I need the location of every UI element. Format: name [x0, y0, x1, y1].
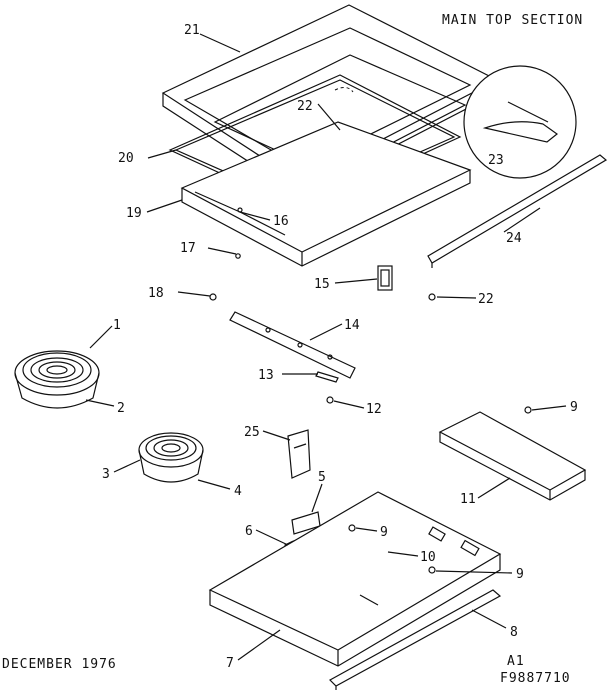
callout-22: 22	[297, 99, 313, 114]
footer-code-a1: A1	[507, 654, 525, 669]
part-24-rail	[427, 154, 608, 268]
callout-8: 8	[510, 625, 518, 640]
leader-lines	[85, 33, 567, 661]
callout-13: 13	[258, 368, 274, 383]
section-title: MAIN TOP SECTION	[442, 13, 583, 28]
callout-19: 19	[126, 206, 142, 221]
footer-code-number: F9887710	[500, 671, 571, 686]
callout-2: 2	[117, 401, 125, 416]
callout-16: 16	[273, 214, 289, 229]
callout-5: 5	[318, 470, 326, 485]
callout-1: 1	[113, 318, 121, 333]
part-23-clip-detail	[463, 65, 577, 179]
callout-6: 6	[245, 524, 253, 539]
footer-date: DECEMBER 1976	[2, 657, 117, 672]
callout-labels: 21 22 20 23 19 16 17 24 15 22 18 14 13 1…	[102, 23, 578, 671]
part-7-chassis	[208, 491, 502, 667]
part-1-large-burner	[14, 350, 100, 409]
callout-4: 4	[234, 484, 242, 499]
callout-11: 11	[460, 492, 476, 507]
callout-23: 23	[488, 153, 504, 168]
callout-21: 21	[184, 23, 200, 38]
part-15-bracket	[377, 265, 393, 291]
callout-22b: 22	[478, 292, 494, 307]
callout-17: 17	[180, 241, 196, 256]
callout-24: 24	[506, 231, 522, 246]
callout-18: 18	[148, 286, 164, 301]
callout-14: 14	[344, 318, 360, 333]
callout-15: 15	[314, 277, 330, 292]
callout-9c: 9	[516, 567, 524, 582]
callout-25: 25	[244, 425, 260, 440]
callout-20: 20	[118, 151, 134, 166]
part-22-screw	[428, 293, 436, 301]
callout-7: 7	[226, 656, 234, 671]
part-19-base-tray	[180, 121, 472, 267]
callout-12: 12	[366, 402, 382, 417]
part-14-harness	[209, 293, 356, 404]
callout-10: 10	[420, 550, 436, 565]
callout-3: 3	[102, 467, 110, 482]
part-8-front-rail	[329, 589, 502, 690]
callout-9b: 9	[380, 525, 388, 540]
part-11-cover-plate	[438, 406, 587, 501]
part-25-switch	[287, 429, 311, 479]
callout-9a: 9	[570, 400, 578, 415]
part-3-small-burner	[138, 432, 204, 483]
